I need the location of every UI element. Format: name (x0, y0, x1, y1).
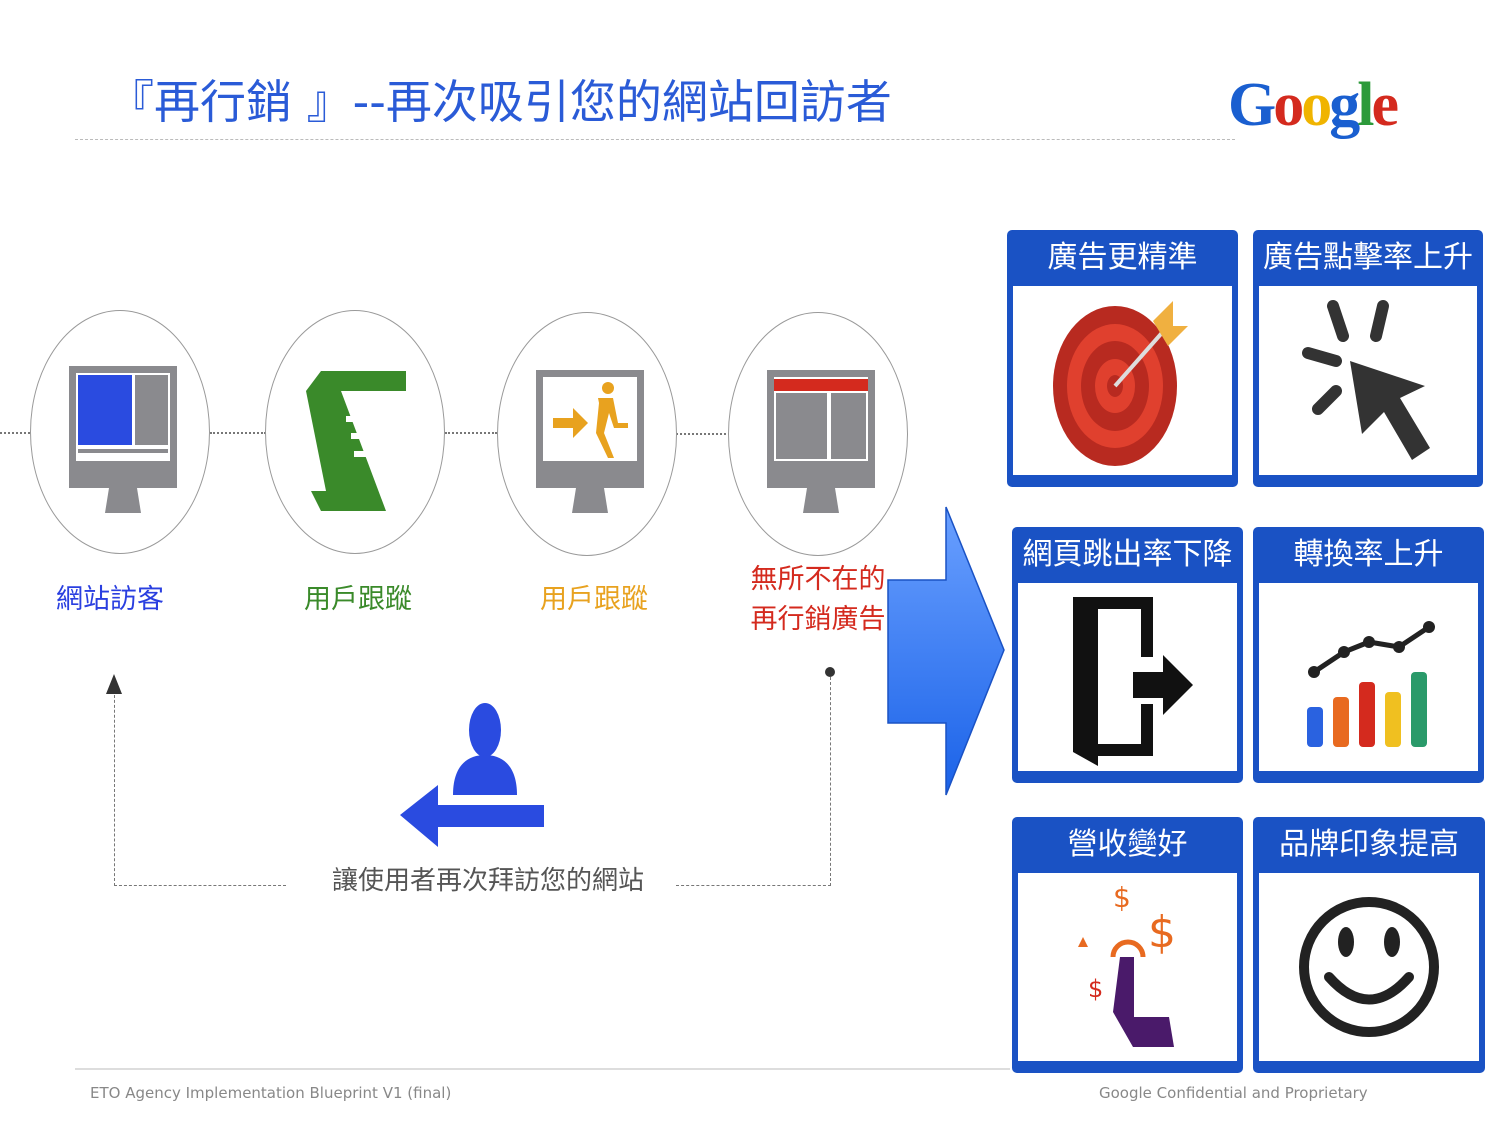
svg-text:$: $ (1088, 975, 1103, 1003)
step-tracking-exit (497, 312, 677, 556)
label-line: 再行銷廣告 (750, 604, 886, 635)
footer-left: ETO Agency Implementation Blueprint V1 (… (90, 1084, 452, 1102)
google-logo: Google (1228, 71, 1399, 139)
card-title: 網頁跳出率下降 (1022, 537, 1233, 572)
step-visitor (30, 310, 210, 554)
dot-icon (825, 667, 835, 677)
return-line-right (830, 672, 831, 886)
return-line-bottom-left (114, 885, 286, 886)
card-title: 廣告更精準 (1047, 240, 1198, 275)
growth-chart-icon (1306, 621, 1435, 747)
benefit-card-bounce: 網頁跳出率下降 (1012, 527, 1243, 783)
benefit-card-conversion: 轉換率上升 (1253, 527, 1484, 783)
label-line: 無所不在的 (750, 564, 886, 595)
svg-text:$: $ (1113, 881, 1131, 914)
benefit-card-ctr: 廣告點擊率上升 (1253, 230, 1483, 487)
smiley-icon (1299, 897, 1439, 1037)
big-right-arrow-icon (887, 506, 1005, 796)
exit-monitor-icon (536, 370, 644, 513)
up-arrow-icon (106, 674, 122, 694)
card-title: 品牌印象提高 (1279, 827, 1459, 862)
step-label-tracking-2: 用戶跟蹤 (540, 584, 648, 615)
step-tracking (265, 310, 445, 554)
monitor-icon (69, 366, 177, 513)
benefit-card-revenue: 營收變好 $ $ $ (1012, 817, 1243, 1073)
step-remarketing (728, 312, 908, 556)
return-caption: 讓使用者再次拜訪您的網站 (331, 866, 644, 896)
return-line-left (114, 690, 115, 886)
footer-right: Google Confidential and Proprietary (1099, 1084, 1368, 1102)
scroll-icon (306, 371, 406, 511)
slide-title: 『再行銷 』--再次吸引您的網站回訪者 (108, 75, 892, 129)
benefit-card-targeting: 廣告更精準 (1007, 230, 1238, 487)
card-title: 營收變好 (1067, 827, 1188, 862)
return-line-bottom-right (676, 885, 831, 886)
step-label-visitor: 網站訪客 (56, 584, 164, 615)
svg-text:$: $ (1148, 907, 1176, 958)
connector (676, 433, 730, 435)
step-label-tracking: 用戶跟蹤 (304, 584, 412, 615)
returning-user-icon (400, 703, 544, 847)
money-tap-icon: $ $ $ (1077, 881, 1176, 1047)
connector (445, 432, 497, 434)
card-title: 轉換率上升 (1293, 537, 1444, 572)
connector (0, 432, 30, 434)
step-label-remarketing: 無所不在的再行銷廣告 (718, 560, 918, 640)
title-divider (75, 139, 1235, 140)
benefit-card-brand: 品牌印象提高 (1253, 817, 1485, 1073)
ad-monitor-icon (767, 370, 875, 513)
card-title: 廣告點擊率上升 (1263, 240, 1473, 275)
cursor-click-icon (1302, 299, 1430, 460)
connector (210, 432, 266, 434)
footer-divider (75, 1068, 1010, 1070)
target-icon (1052, 300, 1188, 466)
exit-door-icon (1072, 597, 1193, 766)
